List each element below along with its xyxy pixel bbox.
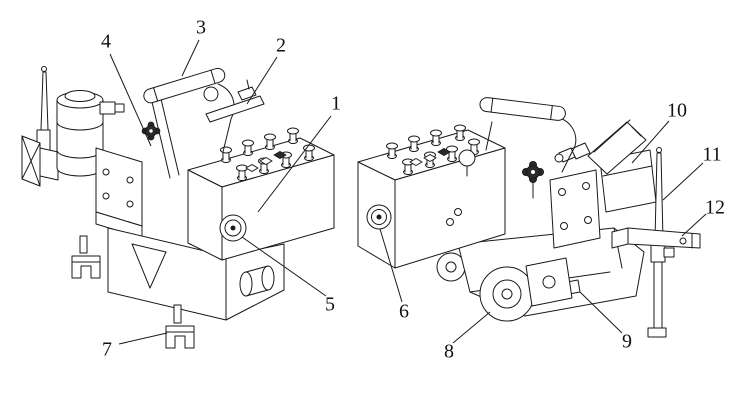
- right-machine-view: [357, 97, 701, 338]
- callout-label-8: 8: [444, 341, 454, 363]
- callout-label-1: 1: [331, 93, 341, 115]
- holes-plate-right: [549, 169, 601, 249]
- leader-line-9: [579, 291, 623, 334]
- leader-line-12: [681, 213, 707, 237]
- handle-frame-left: [151, 83, 235, 179]
- chassis-base-left: [107, 227, 285, 321]
- callout-label-9: 9: [622, 331, 632, 353]
- leader-line-11: [662, 162, 704, 201]
- callout-label-2: 2: [276, 35, 286, 57]
- callout-label-11: 11: [702, 144, 721, 166]
- leader-line-2: [246, 56, 278, 105]
- control-panel-left: [187, 137, 335, 261]
- callout-label-4: 4: [101, 31, 111, 53]
- callout-label-7: 7: [102, 339, 112, 361]
- front-buttons-right: [446, 208, 462, 226]
- handle-bar-right: [479, 97, 566, 121]
- leader-line-1: [257, 115, 332, 213]
- connector-socket: [366, 204, 392, 230]
- clamp-foot-lower: [165, 304, 195, 349]
- left-machine-view: [21, 66, 335, 349]
- leader-line-3: [181, 39, 200, 77]
- leader-line-8: [452, 311, 491, 344]
- wheel-bracket: [525, 257, 573, 307]
- callout-label-3: 3: [196, 17, 206, 39]
- bracket-plate-left: [95, 147, 143, 239]
- rod-bracket: [611, 227, 701, 258]
- leader-line-5: [241, 236, 327, 297]
- leader-line-7: [118, 332, 168, 345]
- callout-label-6: 6: [399, 301, 409, 323]
- handle-frame-right: [458, 117, 577, 177]
- star-knob-right: [522, 161, 544, 199]
- motor-fitting-left: [99, 101, 125, 115]
- callout-label-10: 10: [667, 100, 687, 122]
- clamp-foot-upper: [71, 235, 101, 279]
- roller-left: [239, 265, 275, 297]
- callout-label-5: 5: [325, 294, 335, 316]
- round-connector: [219, 214, 247, 242]
- feeder-motor: [554, 119, 657, 213]
- handle-bar-left: [143, 67, 226, 104]
- mount-plate-left: [21, 135, 59, 187]
- leader-line-4: [109, 53, 152, 147]
- leader-line-6: [379, 228, 403, 303]
- travel-wheel: [479, 266, 535, 322]
- guide-rail: [205, 79, 265, 123]
- leader-line-10: [631, 120, 670, 164]
- callout-label-12: 12: [705, 197, 725, 219]
